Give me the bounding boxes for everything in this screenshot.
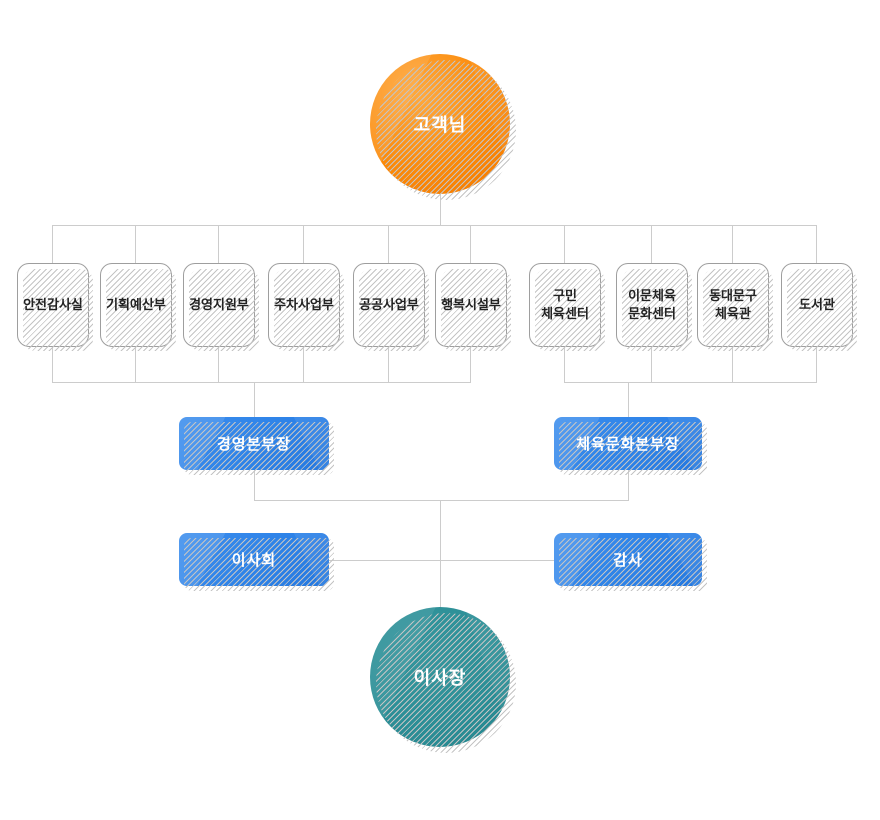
connector-line [651, 225, 652, 263]
connector-line [816, 345, 817, 382]
dept-label: 안전감사실 [23, 297, 83, 313]
connector-line [52, 345, 53, 382]
node-auditor: 감사 [554, 533, 707, 591]
connector-line [651, 345, 652, 382]
node-dept-gumin-sports: 구민 체육센터 [529, 263, 605, 351]
governance-label: 감사 [613, 552, 643, 569]
connector-line [254, 382, 255, 417]
connector-line [470, 345, 471, 382]
node-sports-culture-hq-director: 체육문화본부장 [554, 417, 707, 475]
connector-line [440, 194, 441, 225]
connector-line [628, 382, 629, 417]
node-dept-safety-audit: 안전감사실 [17, 263, 93, 351]
node-dept-imun-sports: 이문체육 문화센터 [616, 263, 692, 351]
connector-line [254, 500, 629, 501]
node-chairman: 이사장 [370, 607, 516, 753]
connector-line [218, 345, 219, 382]
node-board-of-directors: 이사회 [179, 533, 334, 591]
node-dept-parking: 주차사업부 [268, 263, 344, 351]
manager-label: 경영본부장 [216, 436, 291, 453]
node-dept-library: 도서관 [781, 263, 857, 351]
node-dept-public-biz: 공공사업부 [353, 263, 429, 351]
connector-line [470, 225, 471, 263]
governance-label: 이사회 [231, 552, 277, 569]
connector-line [52, 225, 53, 263]
connector-line [254, 470, 255, 500]
dept-label: 이문체육 문화센터 [628, 288, 676, 321]
connector-line [329, 560, 554, 561]
node-customer-label: 고객님 [413, 115, 467, 135]
node-chairman-label: 이사장 [413, 668, 467, 688]
manager-label: 체육문화본부장 [576, 436, 680, 453]
dept-label: 행복시설부 [441, 297, 501, 313]
dept-label: 경영지원부 [189, 297, 249, 313]
dept-label: 도서관 [799, 297, 835, 313]
connector-line [816, 225, 817, 263]
connector-line [135, 225, 136, 263]
connector-line [303, 225, 304, 263]
node-dept-mgmt-support: 경영지원부 [183, 263, 259, 351]
connector-line [732, 225, 733, 263]
connector-line [628, 470, 629, 500]
dept-label: 구민 체육센터 [541, 288, 589, 321]
node-dept-happy-facility: 행복시설부 [435, 263, 511, 351]
node-management-hq-director: 경영본부장 [179, 417, 334, 475]
dept-label: 주차사업부 [274, 297, 334, 313]
connector-line [564, 225, 565, 263]
dept-label: 공공사업부 [359, 297, 419, 313]
node-dept-ddm-gym: 동대문구 체육관 [697, 263, 773, 351]
connector-line [303, 345, 304, 382]
node-dept-planning-budget: 기획예산부 [100, 263, 176, 351]
connector-line [52, 225, 817, 226]
connector-line [135, 345, 136, 382]
connector-line [564, 382, 817, 383]
connector-line [52, 382, 471, 383]
connector-line [440, 500, 441, 607]
connector-line [732, 345, 733, 382]
connector-line [388, 345, 389, 382]
dept-label: 동대문구 체육관 [709, 288, 757, 321]
connector-line [564, 345, 565, 382]
dept-label: 기획예산부 [106, 297, 166, 313]
node-customer: 고객님 [370, 54, 516, 200]
connector-line [388, 225, 389, 263]
connector-line [218, 225, 219, 263]
